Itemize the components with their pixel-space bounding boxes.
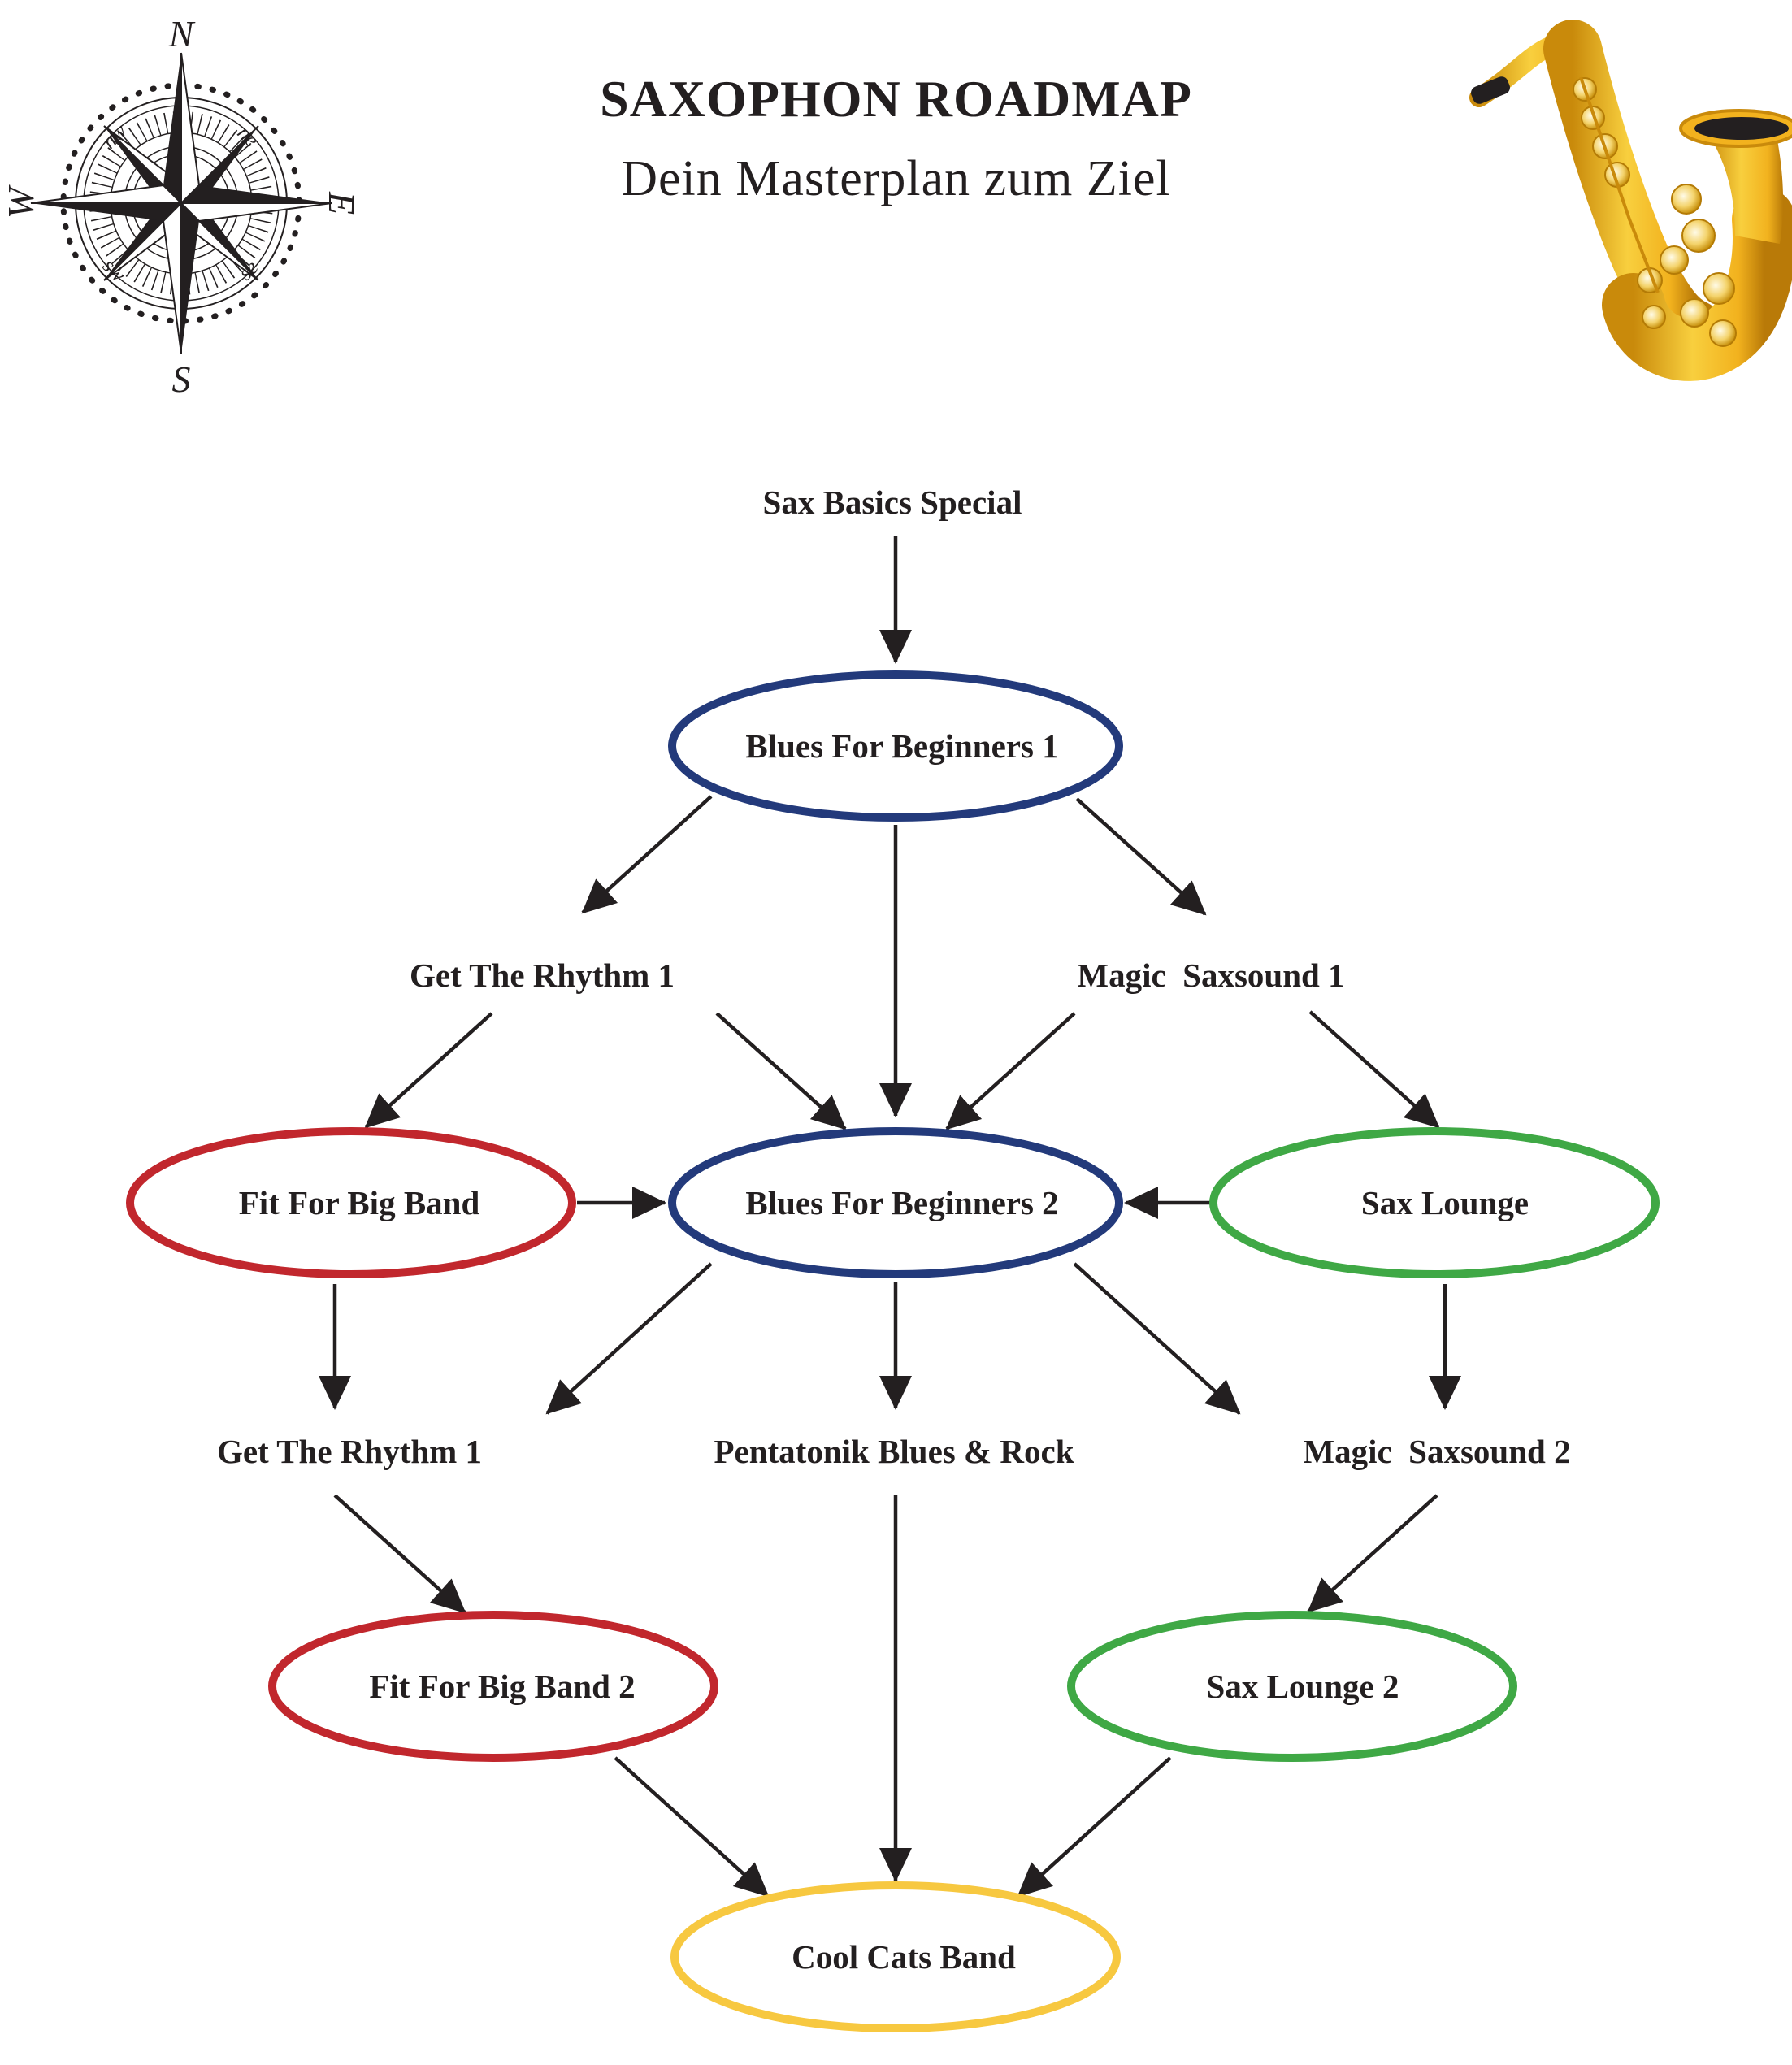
arrow-rhythm-top-to-fit	[364, 1012, 493, 1129]
node-blues-for-beginners-1: Blues For Beginners 1	[668, 670, 1123, 822]
compass-label-n: N	[168, 13, 196, 54]
arrow-rhythm-bottom-to-fit-2	[333, 1494, 466, 1614]
node-fit-for-big-band: Fit For Big Band	[126, 1127, 576, 1278]
saxophone-icon	[1469, 20, 1792, 381]
node-magic-saxsound-2: Magic Saxsound 2	[1303, 1433, 1570, 1470]
arrow-magic-1-to-blues-2	[945, 1012, 1076, 1130]
compass-label-s: S	[172, 358, 191, 400]
node-fit-for-big-band-label: Fit For Big Band	[239, 1184, 480, 1221]
node-fit-for-big-band-2-label: Fit For Big Band 2	[369, 1668, 635, 1705]
arrow-blues-2-to-magic-2	[1073, 1262, 1241, 1415]
compass-rose-icon: N S E W nw ne sw se	[0, 13, 362, 400]
compass-label-w: W	[0, 184, 41, 219]
node-sax-lounge-2-label: Sax Lounge 2	[1207, 1668, 1399, 1705]
node-sax-lounge: Sax Lounge	[1209, 1127, 1660, 1278]
node-get-the-rhythm-1-bottom: Get The Rhythm 1	[217, 1433, 482, 1470]
node-pentatonik-blues-rock: Pentatonik Blues & Rock	[714, 1433, 1074, 1470]
page-title: SAXOPHON ROADMAP	[600, 70, 1192, 128]
arrow-magic-2-to-sax-lounge-2	[1307, 1494, 1438, 1613]
node-sax-lounge-label: Sax Lounge	[1361, 1184, 1529, 1221]
roadmap-arrows	[319, 536, 1461, 1898]
arrow-magic-1-to-sax-lounge	[1308, 1010, 1440, 1129]
arrow-blues-2-to-rhythm-bottom	[545, 1262, 713, 1415]
arrow-fit-2-to-cool-cats	[614, 1756, 770, 1898]
node-sax-lounge-2: Sax Lounge 2	[1067, 1611, 1517, 1762]
node-cool-cats-band-label: Cool Cats Band	[792, 1938, 1016, 1976]
node-blues-for-beginners-2: Blues For Beginners 2	[668, 1127, 1123, 1278]
node-get-the-rhythm-1-top: Get The Rhythm 1	[410, 957, 675, 994]
arrow-blues-1-to-magic-1	[1075, 797, 1207, 916]
node-blues-for-beginners-1-label: Blues For Beginners 1	[745, 727, 1058, 765]
compass-label-e: E	[321, 191, 362, 215]
arrow-rhythm-top-to-blues-2	[715, 1012, 847, 1130]
node-fit-for-big-band-2: Fit For Big Band 2	[268, 1611, 718, 1762]
arrow-blues-1-to-rhythm-top	[581, 795, 713, 914]
arrow-sax-lounge-2-to-cool-cats	[1017, 1756, 1172, 1898]
page-subtitle: Dein Masterplan zum Ziel	[621, 151, 1171, 206]
node-cool-cats-band: Cool Cats Band	[670, 1881, 1121, 2032]
node-blues-for-beginners-2-label: Blues For Beginners 2	[745, 1184, 1058, 1221]
node-sax-basics-special: Sax Basics Special	[763, 484, 1022, 521]
node-magic-saxsound-1: Magic Saxsound 1	[1077, 957, 1344, 994]
